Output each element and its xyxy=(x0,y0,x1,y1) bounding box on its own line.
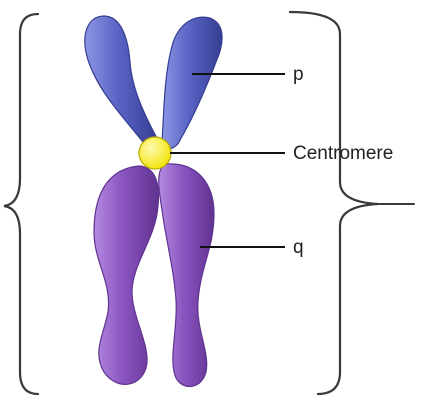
p-arm-left xyxy=(85,16,158,149)
left-bracket xyxy=(4,14,38,394)
centromere-label: Centromere xyxy=(293,143,393,164)
q-label: q xyxy=(293,237,304,258)
p-arm-right xyxy=(162,17,222,148)
p-label: p xyxy=(293,64,304,85)
q-arm-right xyxy=(159,164,214,387)
q-arm-left xyxy=(94,166,158,384)
centromere-bead xyxy=(139,137,171,169)
